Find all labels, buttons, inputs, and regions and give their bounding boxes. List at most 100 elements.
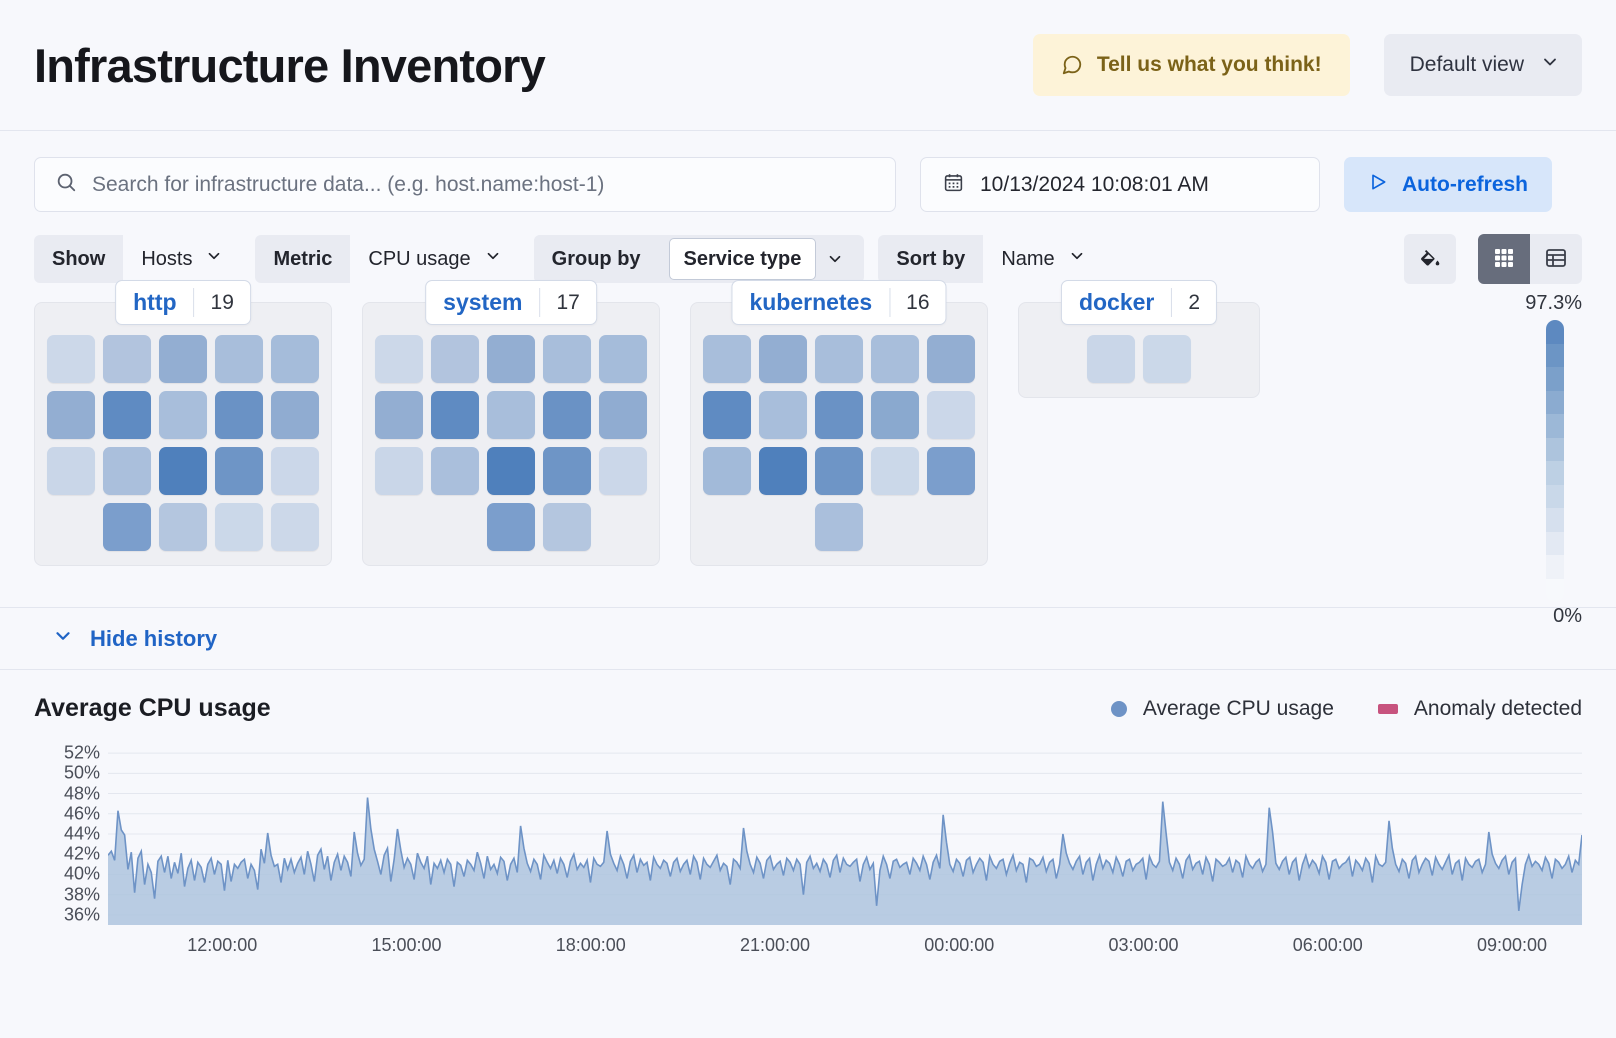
x-tick-label: 15:00:00 xyxy=(371,935,442,955)
waffle-tile[interactable] xyxy=(47,391,95,439)
play-icon xyxy=(1368,172,1388,198)
waffle-tile[interactable] xyxy=(759,335,807,383)
waffle-tile[interactable] xyxy=(431,447,479,495)
waffle-tile[interactable] xyxy=(103,335,151,383)
chart-plot-area[interactable] xyxy=(107,743,1583,925)
waffle-tile[interactable] xyxy=(159,503,207,551)
waffle-tile[interactable] xyxy=(431,391,479,439)
waffle-tile[interactable] xyxy=(815,447,863,495)
legend-label: Average CPU usage xyxy=(1142,696,1334,720)
waffle-tile[interactable] xyxy=(1143,335,1191,383)
hide-history-button[interactable]: Hide history xyxy=(34,625,217,653)
legend-item-average-cpu-usage: Average CPU usage xyxy=(1110,696,1334,721)
chevron-down-icon[interactable] xyxy=(816,250,858,268)
waffle-tile[interactable] xyxy=(703,447,751,495)
waffle-tile[interactable] xyxy=(759,447,807,495)
waffle-tile[interactable] xyxy=(487,391,535,439)
waffle-tile[interactable] xyxy=(271,391,319,439)
waffle-tile[interactable] xyxy=(815,391,863,439)
waffle-tile[interactable] xyxy=(375,335,423,383)
waffle-tile[interactable] xyxy=(103,447,151,495)
waffle-tile[interactable] xyxy=(271,335,319,383)
table-view-button[interactable] xyxy=(1530,234,1582,284)
legend-controls-button[interactable] xyxy=(1404,234,1456,284)
waffle-tile[interactable] xyxy=(215,391,263,439)
waffle-tile-empty xyxy=(431,503,479,551)
waffle-tile[interactable] xyxy=(871,447,919,495)
waffle-tile[interactable] xyxy=(159,335,207,383)
color-scale-stop xyxy=(1546,508,1564,532)
waffle-tile[interactable] xyxy=(871,391,919,439)
waffle-tile[interactable] xyxy=(103,503,151,551)
waffle-tile-empty xyxy=(375,503,423,551)
waffle-tile[interactable] xyxy=(487,503,535,551)
y-tick-label: 52% xyxy=(63,742,100,763)
waffle-tile[interactable] xyxy=(431,335,479,383)
waffle-tile[interactable] xyxy=(543,391,591,439)
waffle-row xyxy=(703,391,975,439)
waffle-tile[interactable] xyxy=(47,447,95,495)
waffle-tile[interactable] xyxy=(927,391,975,439)
waffle-tile[interactable] xyxy=(271,503,319,551)
waffle-tile[interactable] xyxy=(159,391,207,439)
filter-metric: Metric CPU usage xyxy=(255,235,519,283)
waffle-tile[interactable] xyxy=(599,391,647,439)
waffle-tile[interactable] xyxy=(47,335,95,383)
waffle-tile[interactable] xyxy=(103,391,151,439)
color-scale-stop xyxy=(1546,461,1564,485)
chevron-down-icon xyxy=(52,625,74,653)
waffle-tile[interactable] xyxy=(599,447,647,495)
waffle-tile[interactable] xyxy=(487,447,535,495)
date-picker[interactable]: 10/13/2024 10:08:01 AM xyxy=(920,157,1320,212)
filter-show-value-text: Hosts xyxy=(141,247,193,270)
waffle-tile-empty xyxy=(599,503,647,551)
waffle-tile[interactable] xyxy=(927,335,975,383)
auto-refresh-button[interactable]: Auto-refresh xyxy=(1344,157,1553,212)
waffle-tile[interactable] xyxy=(487,335,535,383)
waffle-tile[interactable] xyxy=(815,335,863,383)
color-scale-stop xyxy=(1546,578,1564,602)
waffle-tile[interactable] xyxy=(375,391,423,439)
waffle-tile[interactable] xyxy=(703,391,751,439)
feedback-button[interactable]: Tell us what you think! xyxy=(1032,34,1350,96)
filter-group-by-value[interactable]: Service type xyxy=(668,238,817,280)
waffle-tile[interactable] xyxy=(927,447,975,495)
search-input[interactable]: Search for infrastructure data... (e.g. … xyxy=(34,157,896,212)
filter-show-value[interactable]: Hosts xyxy=(123,235,241,283)
color-scale-stop xyxy=(1546,390,1564,414)
waffle-tile-empty xyxy=(927,503,975,551)
waffle-tile[interactable] xyxy=(375,447,423,495)
waffle-tile[interactable] xyxy=(1087,335,1135,383)
chevron-down-icon xyxy=(205,247,223,271)
waffle-tile[interactable] xyxy=(271,447,319,495)
filter-sort-by-value[interactable]: Name xyxy=(983,235,1103,283)
waffle-tile[interactable] xyxy=(543,447,591,495)
filter-show: Show Hosts xyxy=(34,235,241,283)
chart-line xyxy=(107,797,1583,911)
waffle-tile[interactable] xyxy=(703,335,751,383)
waffle-tile[interactable] xyxy=(215,447,263,495)
x-tick-label: 21:00:00 xyxy=(739,935,811,955)
waffle-row xyxy=(375,447,647,495)
waffle-tile[interactable] xyxy=(215,503,263,551)
waffle-tile[interactable] xyxy=(815,503,863,551)
waffle-tile[interactable] xyxy=(215,335,263,383)
comment-icon xyxy=(1061,54,1083,76)
filter-show-label: Show xyxy=(34,235,124,283)
default-view-dropdown[interactable]: Default view xyxy=(1383,34,1582,96)
waffle-tile[interactable] xyxy=(543,335,591,383)
waffle-tile[interactable] xyxy=(159,447,207,495)
grid-view-button[interactable] xyxy=(1478,234,1530,284)
filter-group-by: Group by Service type xyxy=(533,235,865,283)
waffle-tile[interactable] xyxy=(599,335,647,383)
waffle-tile[interactable] xyxy=(759,391,807,439)
waffle-tile[interactable] xyxy=(543,503,591,551)
waffle-tile[interactable] xyxy=(871,335,919,383)
filter-metric-value[interactable]: CPU usage xyxy=(350,235,519,283)
